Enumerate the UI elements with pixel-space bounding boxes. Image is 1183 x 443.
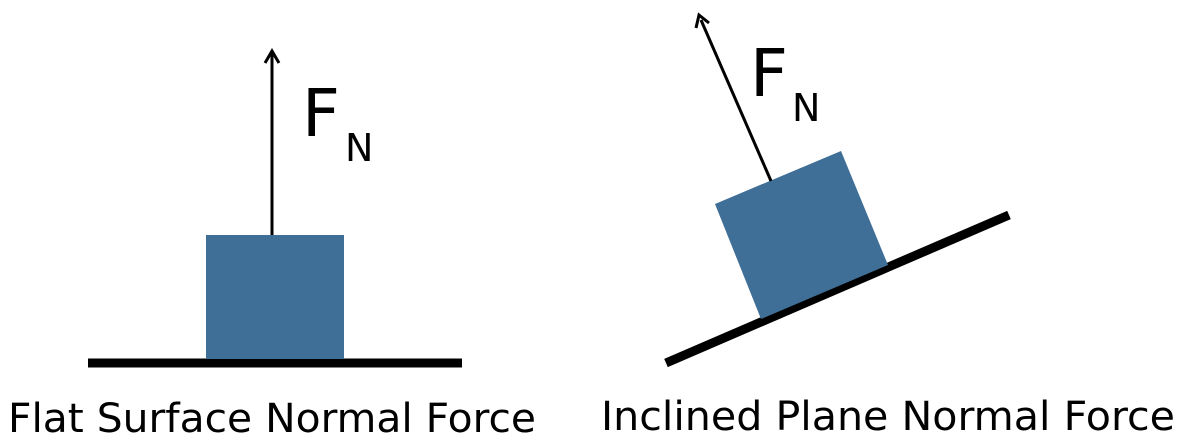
flat-normal-force-arrow <box>263 48 281 235</box>
flat-arrow-head <box>263 48 281 64</box>
inclined-arrow-head <box>694 12 710 29</box>
inclined-caption: Inclined Plane Normal Force <box>601 394 1175 440</box>
inclined-normal-force-arrow <box>694 12 773 182</box>
flat-force-symbol: F <box>302 75 340 152</box>
inclined-force-label: F N <box>750 35 820 130</box>
inclined-force-subscript: N <box>792 86 820 130</box>
inclined-plane-panel: F N Inclined Plane Normal Force <box>601 12 1175 440</box>
inclined-arrow-shaft <box>699 19 773 182</box>
flat-block <box>206 235 344 359</box>
incline-surface-line <box>664 210 1011 368</box>
inclined-force-symbol: F <box>750 35 788 112</box>
flat-surface-panel: F N Flat Surface Normal Force <box>8 48 536 442</box>
flat-force-subscript: N <box>345 126 373 170</box>
flat-caption: Flat Surface Normal Force <box>8 396 536 442</box>
flat-force-label: F N <box>302 75 373 170</box>
inclined-block <box>715 151 888 319</box>
